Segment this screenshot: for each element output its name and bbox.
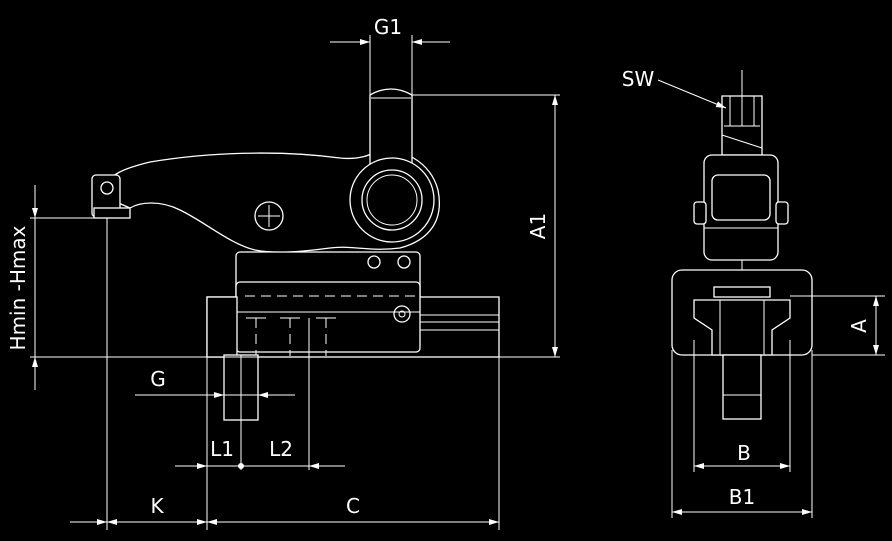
label-l2: L2: [269, 437, 293, 461]
hub-bore: [361, 169, 423, 231]
label-l1: L1: [210, 437, 234, 461]
label-b1: B1: [729, 485, 755, 509]
label-g1: G1: [374, 15, 402, 39]
side-view: [671, 70, 885, 518]
clamp-arm: [99, 149, 440, 253]
spindle-pad: [93, 207, 131, 219]
label-sw: SW: [622, 67, 655, 91]
handle: [369, 88, 413, 169]
label-a: A: [847, 319, 871, 333]
label-b: B: [737, 441, 751, 465]
side-stud: [722, 354, 762, 420]
front-view: [30, 35, 560, 530]
dimensions-front: G1 A1 Hmin -Hmax G L1 L2 K C: [6, 15, 558, 525]
label-c: C: [346, 494, 360, 518]
dimensions-side: SW A B B1: [622, 67, 879, 515]
label-a1: A1: [526, 213, 550, 239]
label-g: G: [150, 367, 166, 391]
arm-tip-pin: [100, 181, 114, 195]
pivot-pin: [254, 201, 284, 231]
label-hmin-hmax: Hmin -Hmax: [6, 225, 30, 350]
label-k: K: [150, 494, 164, 518]
rail-screw: [393, 305, 411, 323]
